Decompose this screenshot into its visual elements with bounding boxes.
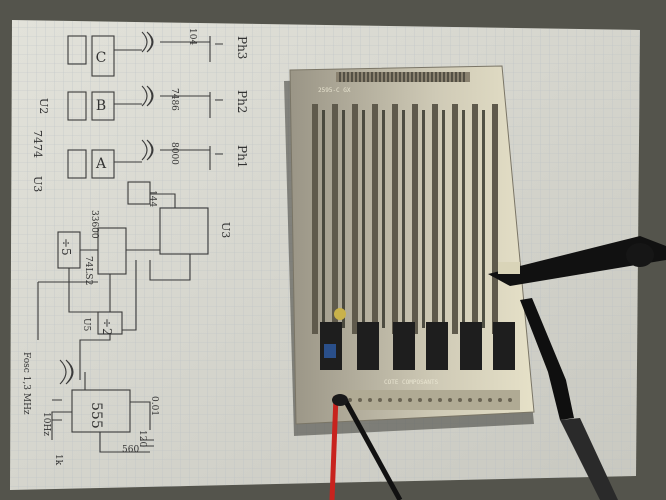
label-560: 560: [122, 445, 139, 455]
label-freq2: 10Hz: [41, 412, 51, 436]
label-ph1: Ph1: [235, 145, 249, 168]
label-u3: U3: [31, 176, 44, 192]
label-block-b: B: [96, 98, 106, 114]
probe-hook: [498, 262, 520, 274]
label-u2: U2: [37, 98, 50, 114]
label-u2-part: 7474: [31, 130, 44, 158]
ic-chip-4: [426, 322, 448, 370]
label-7486: 7486: [169, 88, 179, 111]
label-001: 0.01: [149, 396, 159, 416]
ic-chip-3: [393, 322, 415, 370]
label-8000: 8000: [169, 142, 179, 165]
flipflop-b: [91, 91, 115, 121]
schematic-labels: A B C U2 7474 U3 Ph1 Ph2 Ph3 104 7486 80…: [21, 28, 249, 466]
label-u3-right: U3: [219, 222, 232, 238]
copper-strips: [312, 104, 498, 334]
label-fosc: Fosc 1,3 MHz: [21, 352, 31, 415]
oscilloscope-probe-ground[interactable]: [520, 298, 618, 500]
flipflop-c: [91, 35, 115, 77]
alligator-clip-cable[interactable]: [329, 394, 403, 500]
blue-capacitor: [324, 344, 336, 358]
label-33600: 33600: [89, 210, 99, 239]
label-555: 555: [88, 402, 104, 429]
label-block-a: A: [95, 156, 107, 172]
flipflop-a: [91, 149, 115, 179]
label-ph2: Ph2: [235, 90, 249, 113]
hand-drawn-schematic: [37, 31, 223, 453]
ic-chip-6: [493, 322, 515, 370]
oscilloscope-probe-tip[interactable]: [488, 236, 666, 286]
ic-chips: [320, 322, 515, 370]
board-ref: 2595-C GX: [318, 87, 351, 94]
label-div2: ÷2: [100, 318, 114, 336]
label-div5: ÷5: [59, 238, 73, 256]
label-1k: 1k: [53, 454, 63, 466]
label-144: 144: [147, 190, 157, 207]
label-block-c: C: [96, 50, 107, 66]
label-u5-part: 74LS2: [83, 256, 93, 285]
label-ph3: Ph3: [235, 36, 249, 59]
pcb-board: 2595-C GX COTE COMPOSANTS: [289, 65, 535, 425]
label-104: 104: [187, 28, 197, 45]
ic-chip-2: [357, 322, 379, 370]
board-silk-label: COTE COMPOSANTS: [384, 379, 439, 386]
label-120: 120: [137, 430, 147, 447]
yellow-capacitor: [334, 308, 346, 320]
label-u5: U5: [81, 318, 91, 332]
ic-chip-5: [460, 322, 482, 370]
